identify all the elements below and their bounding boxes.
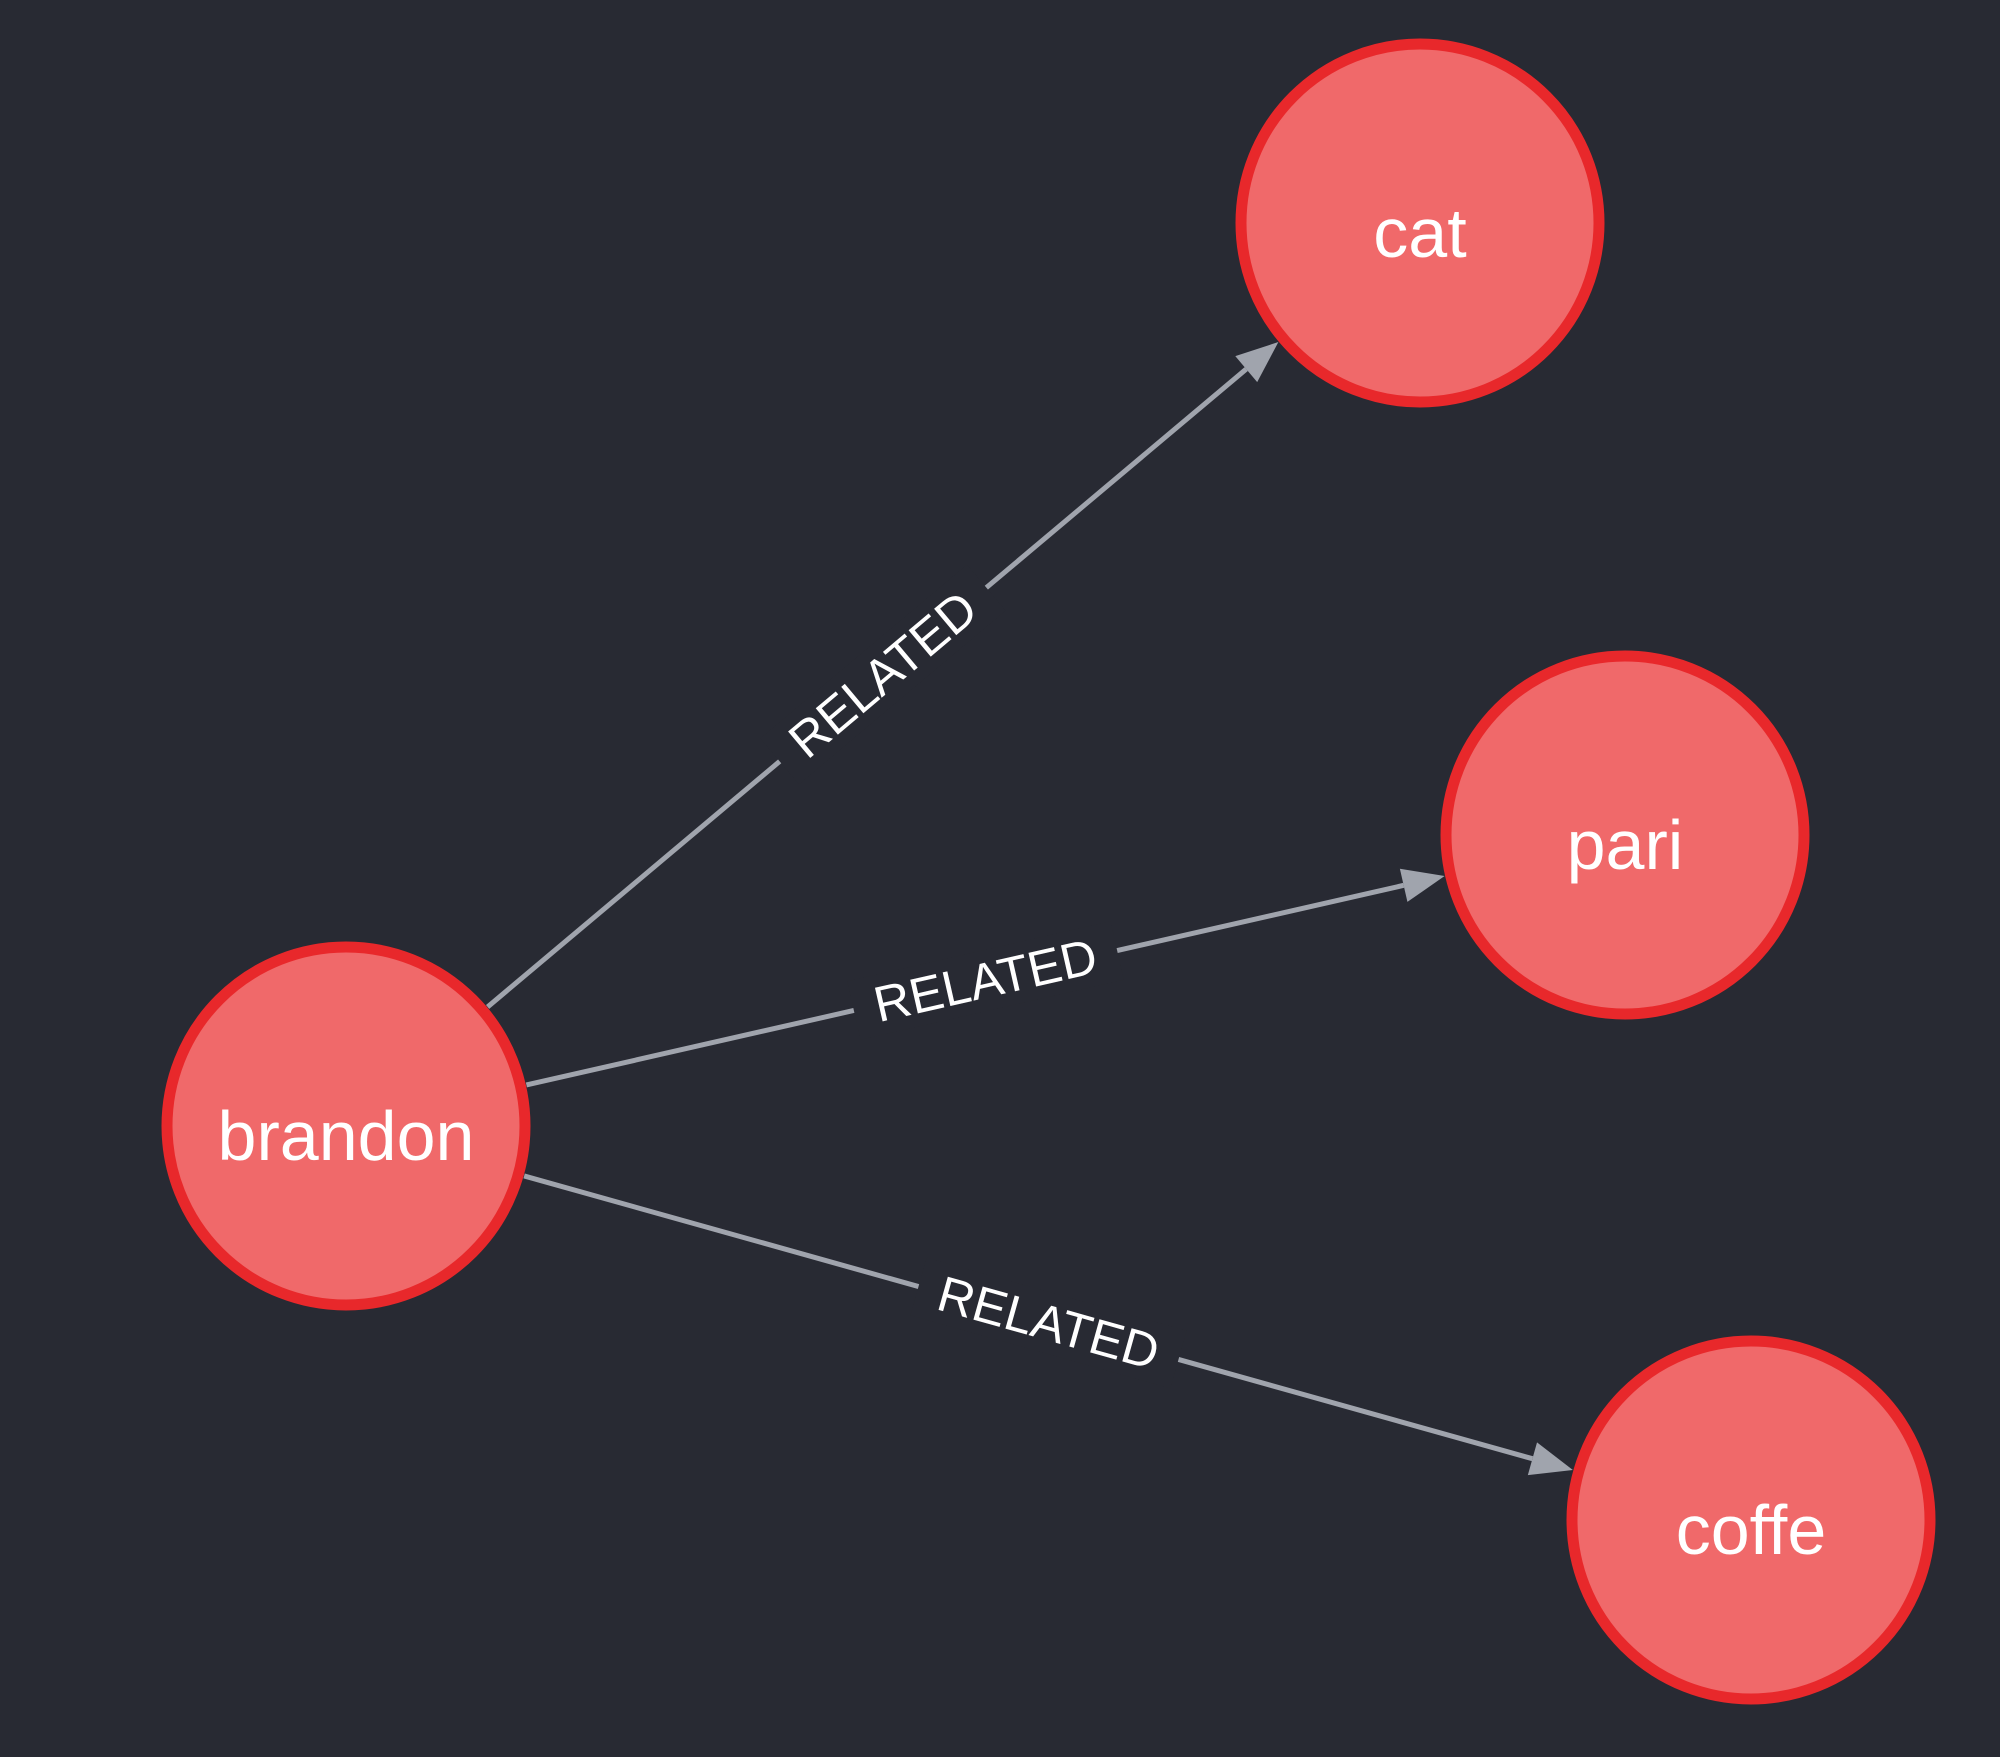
edge-cat[interactable]: RELATED: [485, 342, 1279, 1009]
edge-label: RELATED: [869, 928, 1103, 1033]
node-cat[interactable]: cat: [1235, 38, 1605, 408]
edges-layer: RELATED RELATED RELATED: [485, 342, 1573, 1476]
edge-label: RELATED: [932, 1265, 1166, 1380]
node-label: cat: [1373, 194, 1466, 272]
edge-coffe[interactable]: RELATED: [523, 1173, 1573, 1476]
arrowhead-icon: [1527, 1442, 1573, 1476]
node-circle: [1235, 38, 1605, 408]
node-coffe[interactable]: coffe: [1566, 1335, 1936, 1705]
arrowhead-icon: [1235, 342, 1279, 383]
edge-label-background: [847, 921, 1124, 1040]
node-pari[interactable]: pari: [1440, 650, 1810, 1020]
edge-label-background: [910, 1257, 1187, 1389]
node-circle: [1566, 1335, 1936, 1705]
node-label: brandon: [218, 1097, 475, 1175]
edge-pari[interactable]: RELATED: [525, 868, 1445, 1088]
node-label: coffe: [1676, 1491, 1827, 1569]
arrowhead-icon: [1399, 868, 1445, 902]
node-circle: [161, 941, 531, 1311]
node-label: pari: [1567, 806, 1684, 884]
nodes-layer: brandon cat pari coffe: [161, 38, 1936, 1705]
node-brandon[interactable]: brandon: [161, 941, 531, 1311]
edge-label: RELATED: [778, 580, 988, 769]
node-circle: [1440, 650, 1810, 1020]
edge-label-background: [760, 564, 1006, 785]
